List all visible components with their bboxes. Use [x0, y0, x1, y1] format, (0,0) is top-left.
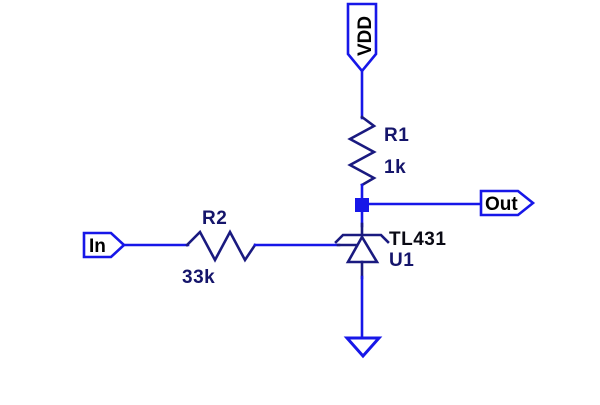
tl431-symbol[interactable]: TL431 U1 [334, 222, 446, 280]
resistor-r1[interactable]: R1 1k [347, 115, 409, 187]
r1-ref-label[interactable]: R1 [384, 125, 409, 146]
vdd-flag-outline [346, 2, 378, 74]
in-port[interactable]: In [82, 231, 126, 259]
out-port[interactable]: Out [479, 189, 536, 217]
junction-dot[interactable] [355, 198, 369, 212]
vdd-port-label: VDD [355, 16, 376, 56]
r2-ref-label[interactable]: R2 [202, 208, 227, 229]
out-flag-outline [479, 189, 536, 217]
vdd-port[interactable]: VDD [346, 2, 378, 74]
resistor-r2[interactable]: R2 33k [182, 208, 257, 288]
u1-ref-label[interactable]: U1 [389, 250, 414, 271]
in-flag-outline [82, 231, 126, 259]
r1-value-label[interactable]: 1k [384, 157, 406, 178]
out-port-label: Out [485, 194, 518, 215]
ground-symbol-icon[interactable] [343, 336, 383, 359]
in-port-label: In [89, 236, 106, 257]
resistor-zigzag-icon [185, 229, 257, 263]
r2-value-label[interactable]: 33k [182, 267, 215, 288]
resistor-zigzag-icon [347, 115, 377, 187]
u1-part-label[interactable]: TL431 [389, 229, 446, 250]
tl431-triangle [345, 234, 380, 264]
